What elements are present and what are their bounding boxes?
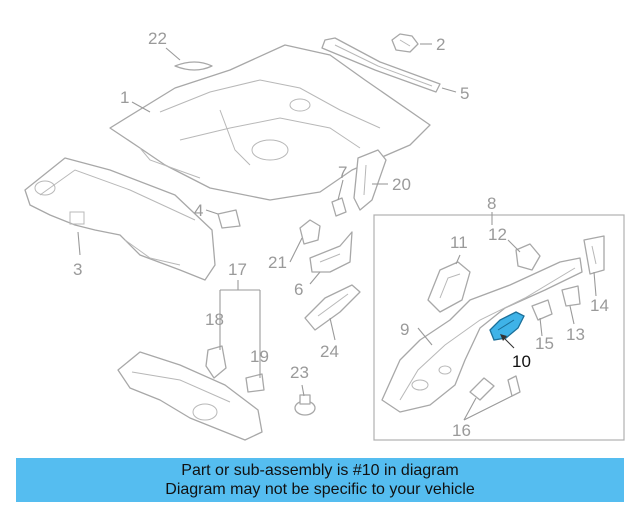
callout-20[interactable]: 20 — [392, 175, 411, 194]
callout-23[interactable]: 23 — [290, 363, 309, 382]
callout-9[interactable]: 9 — [400, 320, 409, 339]
inset-frame — [373, 214, 625, 441]
part-10-highlighted[interactable] — [489, 311, 525, 341]
callout-21[interactable]: 21 — [268, 253, 287, 272]
leader-lines — [77, 43, 597, 421]
callout-13[interactable]: 13 — [566, 325, 585, 344]
part-7-bracket[interactable] — [331, 197, 347, 217]
part-22-plate[interactable] — [174, 61, 213, 71]
parts-diagram: 1 2 3 4 5 6 7 8 9 10 11 12 13 14 15 16 1… — [24, 29, 625, 441]
callout-19[interactable]: 19 — [250, 347, 269, 366]
part-3-rear-panel[interactable] — [24, 157, 216, 281]
callout-8[interactable]: 8 — [487, 194, 496, 213]
banner-line-1: Part or sub-assembly is #10 in diagram — [181, 462, 459, 479]
part-16-brackets[interactable] — [469, 375, 521, 401]
part-1-floor-pan[interactable] — [109, 44, 431, 201]
callout-2[interactable]: 2 — [436, 35, 445, 54]
part-24-rail[interactable] — [304, 284, 361, 331]
callout-11[interactable]: 11 — [450, 233, 468, 252]
callout-10-highlighted[interactable]: 10 — [512, 352, 531, 371]
callout-22[interactable]: 22 — [148, 29, 167, 48]
part-19-clip[interactable] — [245, 373, 265, 393]
part-20-bracket[interactable] — [353, 149, 387, 211]
part-14-bracket[interactable] — [583, 235, 605, 275]
callout-24[interactable]: 24 — [320, 342, 339, 361]
callout-14[interactable]: 14 — [590, 296, 609, 315]
part-23-bolt[interactable] — [294, 394, 316, 416]
callout-18[interactable]: 18 — [205, 310, 224, 329]
callout-3[interactable]: 3 — [73, 260, 82, 279]
part-15-bracket[interactable] — [531, 299, 553, 321]
callout-7[interactable]: 7 — [338, 163, 347, 182]
banner-line-2: Diagram may not be specific to your vehi… — [165, 481, 475, 498]
callout-16[interactable]: 16 — [452, 421, 471, 440]
part-12-bracket[interactable] — [515, 243, 541, 271]
part-2-bracket[interactable] — [391, 33, 419, 53]
callout-15[interactable]: 15 — [535, 334, 554, 353]
callout-17[interactable]: 17 — [228, 260, 247, 279]
callout-12[interactable]: 12 — [488, 225, 507, 244]
info-banner: Part or sub-assembly is #10 in diagram D… — [16, 458, 624, 502]
part-21-clip[interactable] — [299, 219, 321, 245]
part-9-side-rail[interactable] — [381, 257, 583, 413]
callout-labels: 1 2 3 4 5 6 7 8 9 10 11 12 13 14 15 16 1… — [73, 29, 609, 440]
part-5-crossmember[interactable] — [321, 37, 441, 93]
callout-5[interactable]: 5 — [460, 84, 469, 103]
callout-1[interactable]: 1 — [120, 88, 129, 107]
callout-4[interactable]: 4 — [194, 201, 203, 220]
part-13-bracket[interactable] — [561, 285, 581, 307]
part-18-bracket[interactable] — [205, 345, 227, 379]
part-11-plate[interactable] — [427, 261, 471, 313]
callout-6[interactable]: 6 — [294, 280, 303, 299]
part-6-bracket[interactable] — [309, 231, 353, 273]
part-4-bracket[interactable] — [217, 209, 241, 229]
part-17-crossmember[interactable] — [117, 351, 263, 441]
